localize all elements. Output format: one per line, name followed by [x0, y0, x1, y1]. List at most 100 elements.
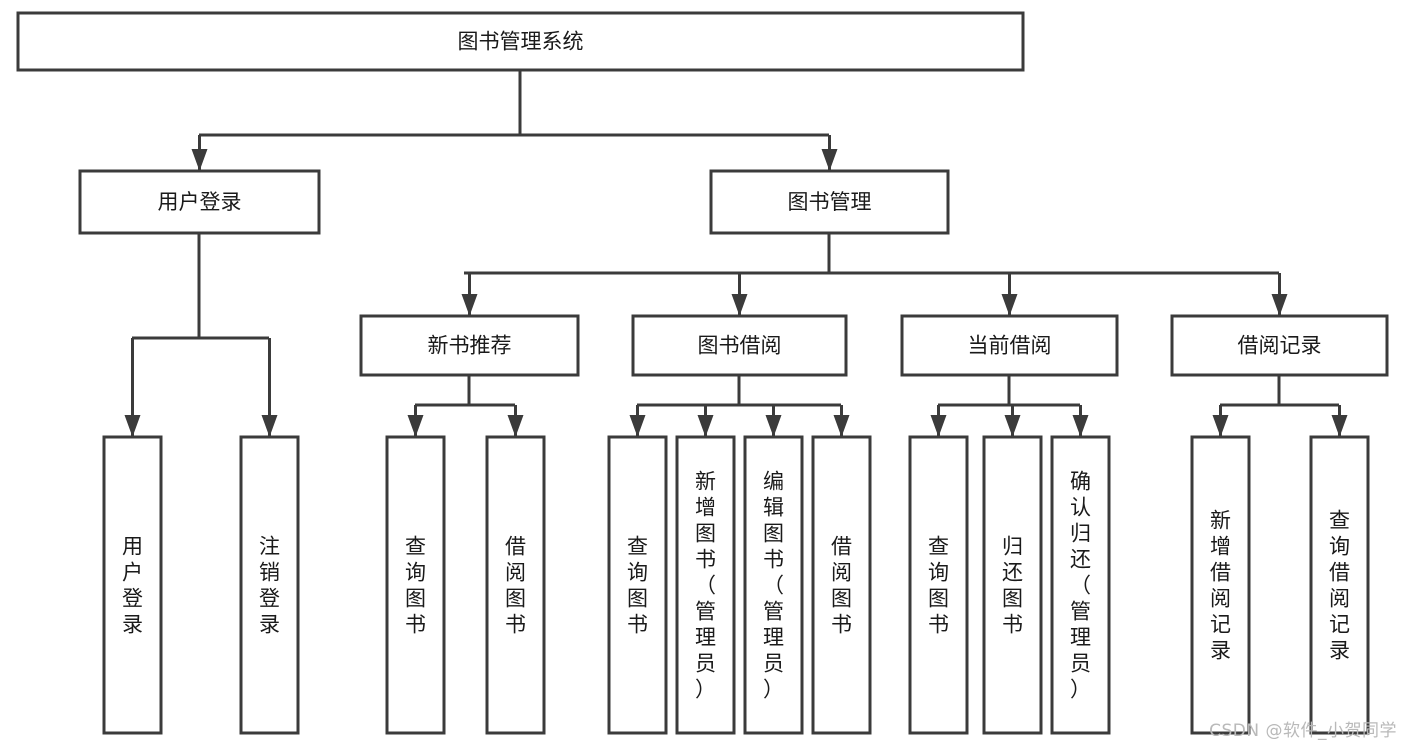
node-label: 用户登录 — [122, 534, 143, 636]
node-box — [102, 435, 163, 735]
node-leaf-add-record[interactable]: 新增借阅记录 — [1190, 435, 1251, 735]
arrow-head-icon — [821, 149, 838, 171]
connector-edge — [1271, 273, 1288, 316]
arrow-head-icon — [731, 294, 748, 316]
node-box — [385, 435, 446, 735]
connector-edge — [407, 405, 424, 437]
node-label: 借阅图书 — [831, 534, 852, 636]
node-label: 借阅图书 — [505, 534, 526, 636]
node-label: 当前借阅 — [968, 334, 1052, 358]
connector-edge — [507, 405, 524, 437]
node-label: 新书推荐 — [428, 334, 512, 358]
node-leaf-edit-book[interactable]: 编辑图书（管理员） — [743, 435, 804, 735]
connector-bus — [637, 375, 841, 407]
node-book-manage[interactable]: 图书管理 — [709, 169, 950, 235]
node-leaf-borrow-book-1[interactable]: 借阅图书 — [485, 435, 546, 735]
node-root[interactable]: 图书管理系统 — [16, 11, 1025, 72]
node-box — [982, 435, 1043, 735]
node-leaf-borrow-book-2[interactable]: 借阅图书 — [811, 435, 872, 735]
connector-layer — [124, 70, 1348, 437]
node-box — [1190, 435, 1251, 735]
node-label: 图书管理 — [788, 190, 872, 214]
node-label: 编辑图书（管理员） — [763, 469, 784, 701]
arrow-head-icon — [1271, 294, 1288, 316]
node-label: 归还图书 — [1002, 534, 1023, 636]
node-label: 查询图书 — [627, 534, 648, 636]
arrow-head-icon — [1001, 294, 1018, 316]
connector-edge — [629, 405, 646, 437]
arrow-head-icon — [930, 415, 947, 437]
arrow-head-icon — [697, 415, 714, 437]
connector-edge — [461, 273, 478, 316]
node-box — [811, 435, 872, 735]
arrow-head-icon — [1212, 415, 1229, 437]
node-box — [16, 11, 1025, 72]
node-box — [675, 435, 736, 735]
node-leaf-query-book-3[interactable]: 查询图书 — [908, 435, 969, 735]
node-leaf-query-book-1[interactable]: 查询图书 — [385, 435, 446, 735]
node-box — [485, 435, 546, 735]
node-box — [359, 314, 580, 377]
node-box — [78, 169, 321, 235]
connector-bus — [464, 233, 1279, 275]
node-user-login[interactable]: 用户登录 — [78, 169, 321, 235]
node-leaf-query-book-2[interactable]: 查询图书 — [607, 435, 668, 735]
connector-bus — [132, 233, 269, 340]
arrow-head-icon — [261, 415, 278, 437]
node-box — [743, 435, 804, 735]
arrow-head-icon — [1004, 415, 1021, 437]
node-current-borrow[interactable]: 当前借阅 — [900, 314, 1119, 377]
node-leaf-query-record[interactable]: 查询借阅记录 — [1309, 435, 1370, 735]
node-label: 图书借阅 — [698, 334, 782, 358]
connector-bus — [199, 70, 829, 137]
node-label: 查询图书 — [928, 534, 949, 636]
node-label: 新增图书（管理员） — [695, 469, 716, 701]
node-label: 查询借阅记录 — [1329, 508, 1350, 662]
node-label: 新增借阅记录 — [1210, 508, 1231, 662]
node-box — [239, 435, 300, 735]
node-new-book-rec[interactable]: 新书推荐 — [359, 314, 580, 377]
node-box — [1309, 435, 1370, 735]
connector-edge — [124, 338, 141, 437]
arrow-head-icon — [765, 415, 782, 437]
node-borrow-record[interactable]: 借阅记录 — [1170, 314, 1389, 377]
connector-edge — [765, 405, 782, 437]
node-box — [1050, 435, 1111, 735]
node-label: 确认归还（管理员） — [1070, 469, 1091, 701]
arrow-head-icon — [833, 415, 850, 437]
node-leaf-user-login[interactable]: 用户登录 — [102, 435, 163, 735]
connector-bus — [415, 375, 515, 407]
arrow-head-icon — [629, 415, 646, 437]
arrow-head-icon — [191, 149, 208, 171]
node-leaf-add-book[interactable]: 新增图书（管理员） — [675, 435, 736, 735]
connector-edge — [821, 135, 838, 171]
connector-edge — [191, 135, 208, 171]
node-layer: 图书管理系统用户登录图书管理新书推荐图书借阅当前借阅借阅记录用户登录注销登录查询… — [16, 11, 1389, 735]
node-leaf-logout[interactable]: 注销登录 — [239, 435, 300, 735]
connector-edge — [1001, 273, 1018, 316]
node-label: 注销登录 — [259, 534, 280, 636]
node-box — [709, 169, 950, 235]
arrow-head-icon — [507, 415, 524, 437]
node-box — [900, 314, 1119, 377]
node-label: 查询图书 — [405, 534, 426, 636]
node-label: 图书管理系统 — [458, 30, 584, 54]
node-leaf-return-book[interactable]: 归还图书 — [982, 435, 1043, 735]
connector-edge — [930, 405, 947, 437]
node-label: 用户登录 — [158, 190, 242, 214]
node-box — [607, 435, 668, 735]
arrow-head-icon — [124, 415, 141, 437]
node-book-borrow[interactable]: 图书借阅 — [631, 314, 848, 377]
connector-edge — [1004, 405, 1021, 437]
watermark-label: CSDN @软件_小贺同学 — [1209, 721, 1397, 741]
arrow-head-icon — [407, 415, 424, 437]
arrow-head-icon — [461, 294, 478, 316]
node-box — [1170, 314, 1389, 377]
node-leaf-confirm-return[interactable]: 确认归还（管理员） — [1050, 435, 1111, 735]
node-label: 借阅记录 — [1238, 334, 1322, 358]
node-box — [908, 435, 969, 735]
arrow-head-icon — [1072, 415, 1089, 437]
node-box — [631, 314, 848, 377]
